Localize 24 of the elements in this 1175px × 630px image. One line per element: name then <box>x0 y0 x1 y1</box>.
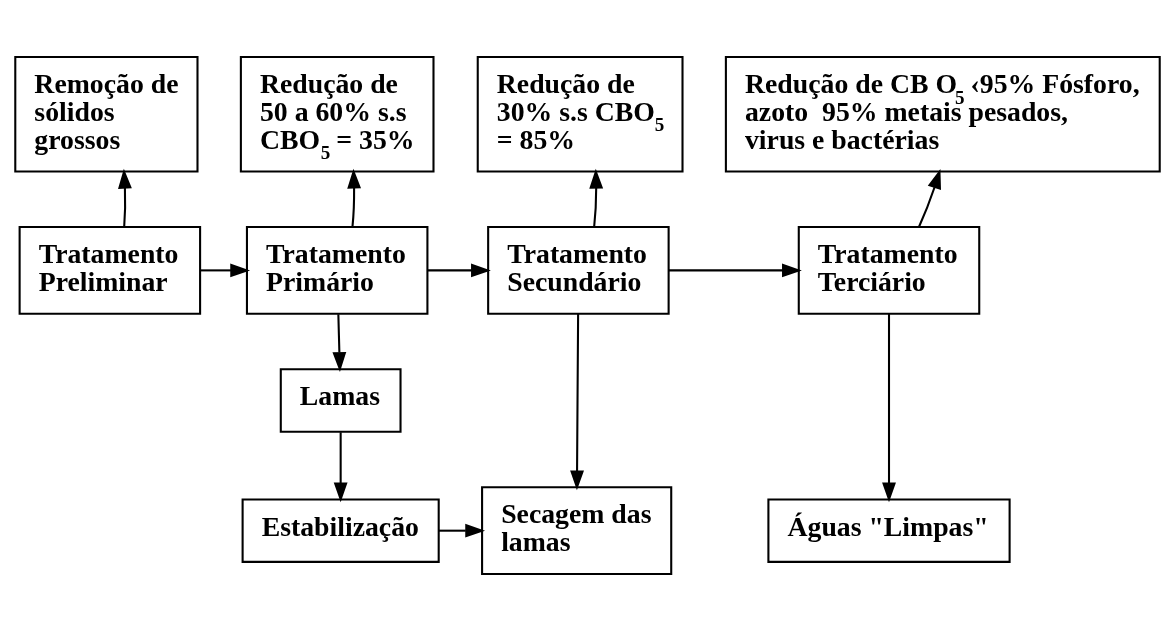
arrow <box>118 168 132 227</box>
arrow <box>347 168 362 227</box>
arrow <box>438 523 486 538</box>
node-box: Redução de 30% s.s CBO$_{5}$ = 85% <box>476 55 684 172</box>
node-box: Tratamento Preliminar <box>18 225 202 315</box>
node-box: Tratamento Primário <box>245 225 429 315</box>
arrow <box>882 313 896 502</box>
arrow <box>570 313 584 490</box>
node-box: Águas "Limpas" <box>767 497 1011 563</box>
node-box: Remoção de sólidos grossos <box>14 55 199 172</box>
arrow <box>918 168 941 227</box>
node-box: Estabilização <box>241 497 440 563</box>
arrow <box>333 431 348 502</box>
node-box: Redução de CB O$_{5}$ ‹95% Fósforo, azoto 95% metais pesados, virus e bactérias <box>724 55 1161 172</box>
node-box: Secagem das lamas <box>481 485 673 575</box>
node-box: Tratamento Terciário <box>797 225 981 315</box>
arrow <box>427 262 491 277</box>
node-box: Redução de 50 a 60% s.s CBO$_{5}$ = 35% <box>239 55 435 172</box>
node-box: Lamas <box>279 367 402 433</box>
arrow <box>668 262 802 277</box>
arrow <box>589 168 604 227</box>
node-box: Tratamento Secundário <box>487 225 670 315</box>
arrow <box>200 262 251 277</box>
arrow <box>332 313 347 372</box>
